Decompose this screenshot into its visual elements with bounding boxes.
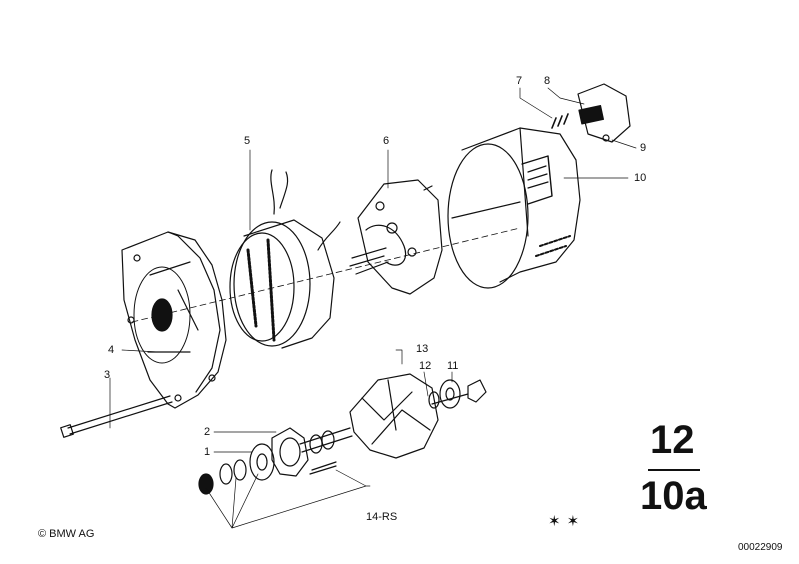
callout-1: 1 (204, 446, 211, 458)
copyright-text: © BMW AG (38, 528, 95, 540)
drawing-number: 00022909 (738, 542, 783, 553)
part-13-rotor (299, 373, 469, 459)
callout-12: 12 (419, 360, 432, 372)
part-11-bearing (439, 379, 461, 409)
callout-5: 5 (244, 135, 251, 147)
center-axis-line (131, 227, 521, 323)
callout-11: 11 (447, 360, 459, 372)
callout-14-rs: 14-RS (366, 511, 398, 523)
callout-6: 6 (383, 135, 390, 147)
small-washers (198, 430, 337, 495)
group-number-top: 12 (650, 418, 695, 462)
callout-7: 7 (516, 75, 523, 87)
part-4-housing (121, 231, 227, 409)
callout-4: 4 (108, 344, 115, 356)
callout-10: 10 (634, 172, 647, 184)
part-1-bearing (249, 443, 275, 481)
part-5-stator (229, 169, 341, 349)
part-7-spring (551, 113, 569, 129)
part-2-bearing-plate (271, 427, 309, 477)
callout-3: 3 (104, 369, 111, 381)
group-number-bottom: 10a (640, 474, 707, 518)
part-cap (467, 379, 487, 403)
callout-13: 13 (416, 343, 429, 355)
part-10-housing (447, 127, 581, 289)
marks-icon: ✶✶ (548, 513, 586, 530)
part-3-bolt (60, 395, 173, 438)
part-8-brush-holder (577, 83, 631, 143)
part-12-ring (428, 391, 440, 409)
callout-9: 9 (640, 142, 647, 154)
callout-2: 2 (204, 426, 211, 438)
callout-8: 8 (544, 75, 551, 87)
part-6-rectifier (349, 179, 443, 295)
group-number-divider (648, 469, 700, 471)
leader-lines (109, 87, 637, 529)
